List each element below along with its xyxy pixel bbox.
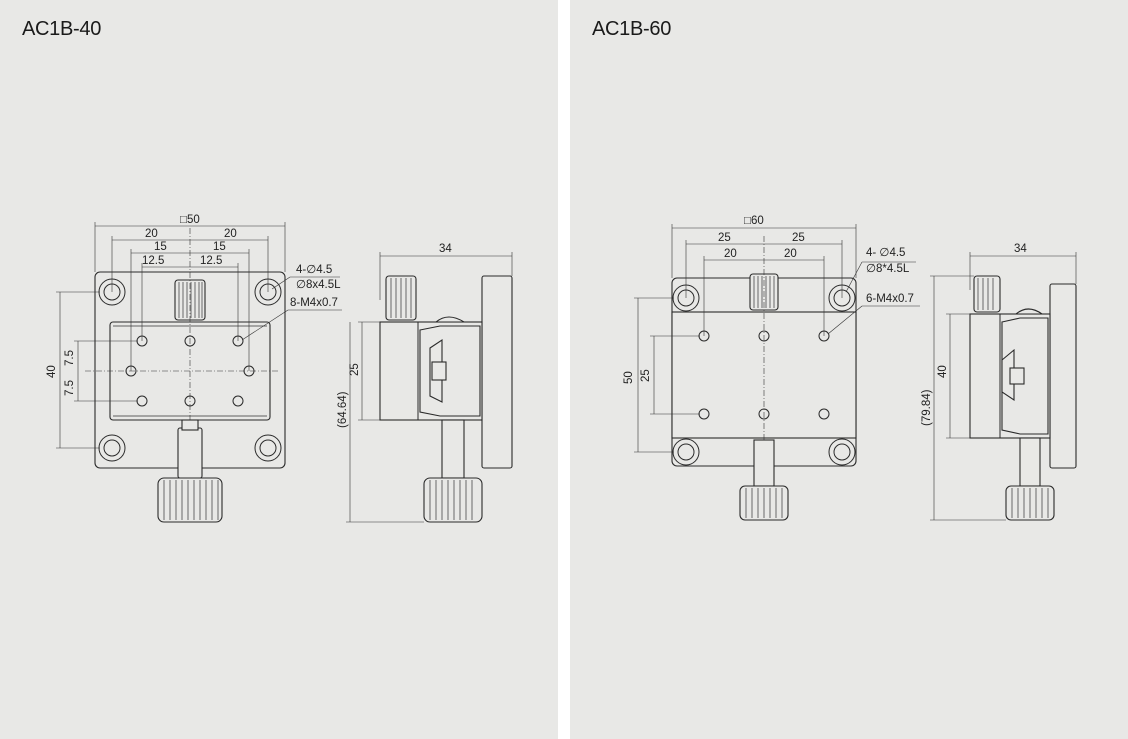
ac1b-40-drawing: □50 20 20 15 15 12.5 12.5 4-∅4.5 ∅8x4.5L… xyxy=(46,214,513,523)
dim-label: 34 xyxy=(1014,243,1027,255)
dim-label: 7.5 xyxy=(64,380,76,396)
dim-label: 20 xyxy=(724,248,737,260)
square-size-label: □60 xyxy=(744,215,764,227)
dim-label: 7.5 xyxy=(64,350,76,366)
dim-label: 34 xyxy=(439,243,452,255)
dim-label: 15 xyxy=(154,241,167,253)
top-dimensions xyxy=(671,224,857,336)
drawing-panel-ac1b-40: AC1B-40 xyxy=(0,0,558,739)
top-dimensions xyxy=(94,222,286,371)
dim-label: 12.5 xyxy=(200,255,222,267)
tap-callout: 6-M4x0.7 xyxy=(866,293,914,305)
square-size-label: □50 xyxy=(180,214,200,226)
dim-label: 20 xyxy=(784,248,797,260)
dim-label: 25 xyxy=(640,369,652,382)
panel-title: AC1B-40 xyxy=(22,18,102,40)
dim-label: 12.5 xyxy=(142,255,164,267)
hole-callout: 4-∅4.5 xyxy=(296,264,332,276)
counterbore-callout: ∅8*4.5L xyxy=(866,263,910,275)
hole-callout: 4- ∅4.5 xyxy=(866,247,905,259)
ac1b-60-drawing: □60 25 25 20 20 4- ∅4.5 ∅8*4.5L 6-M4x0.7… xyxy=(623,215,1077,521)
side-view xyxy=(930,252,1077,521)
dim-label: 25 xyxy=(792,232,805,244)
tap-callout: 8-M4x0.7 xyxy=(290,297,338,309)
drawing-panel-ac1b-60: AC1B-60 xyxy=(570,0,1128,739)
bottom-knob xyxy=(739,439,789,521)
dim-label: 50 xyxy=(623,371,635,384)
dim-label: 40 xyxy=(937,365,949,378)
side-view xyxy=(346,252,513,523)
side-plate xyxy=(481,275,513,469)
top-view: □50 20 20 15 15 12.5 12.5 4-∅4.5 ∅8x4.5L… xyxy=(46,214,342,523)
side-plate xyxy=(1049,283,1077,469)
dim-label: 25 xyxy=(718,232,731,244)
dim-label: 25 xyxy=(349,363,361,376)
dim-label: (64.64) xyxy=(337,391,349,428)
dim-label: 20 xyxy=(224,228,237,240)
dim-label: 20 xyxy=(145,228,158,240)
top-view: □60 25 25 20 20 4- ∅4.5 ∅8*4.5L 6-M4x0.7… xyxy=(623,215,920,521)
bottom-knob xyxy=(157,419,223,523)
counterbore-callout: ∅8x4.5L xyxy=(296,279,341,291)
panel-title: AC1B-60 xyxy=(592,18,672,40)
dim-label: (79.84) xyxy=(921,389,933,426)
dim-label: 15 xyxy=(213,241,226,253)
dim-label: 40 xyxy=(46,365,58,378)
